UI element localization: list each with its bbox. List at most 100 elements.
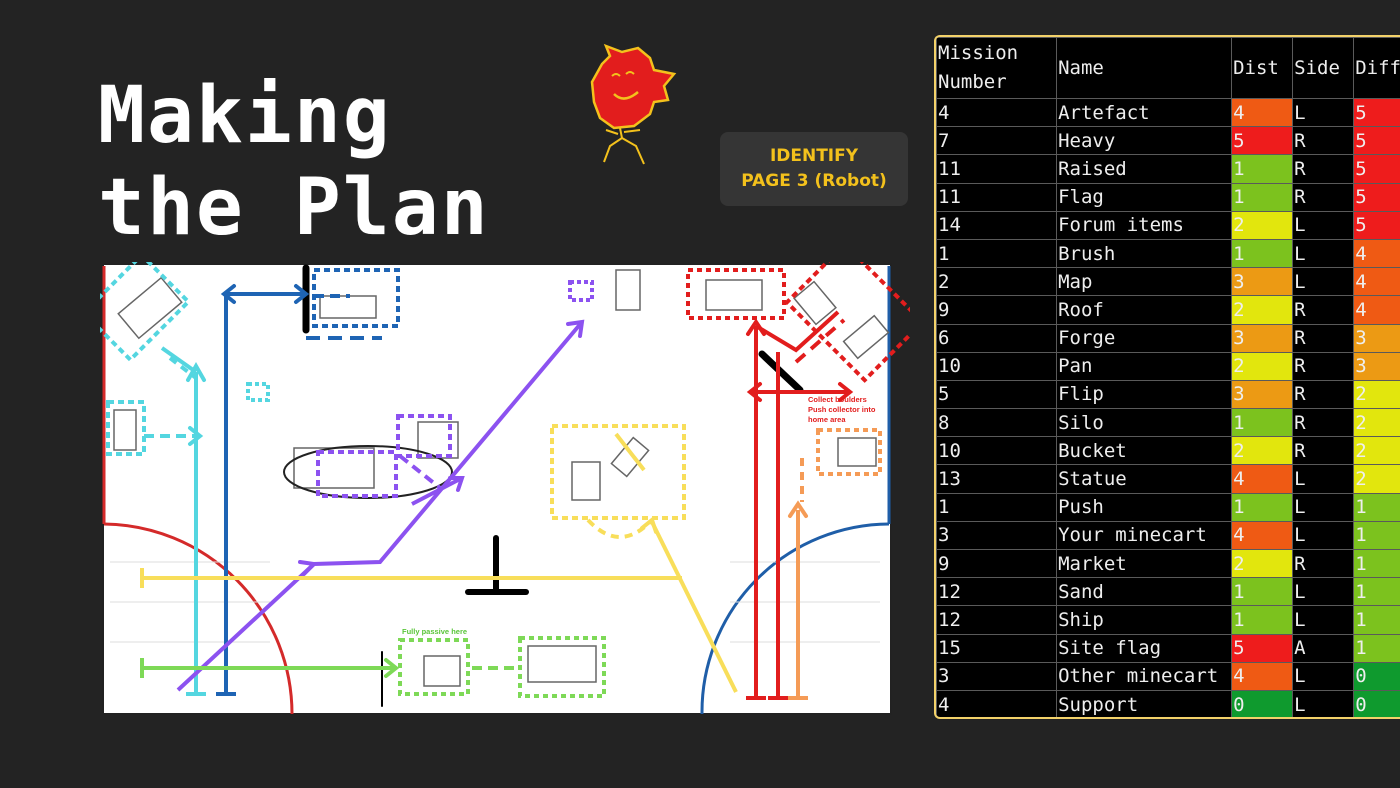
mission-number-cell: 4 bbox=[936, 689, 1058, 717]
difficulty-cell: 2 bbox=[1353, 464, 1400, 494]
arrowheads bbox=[186, 284, 854, 678]
mission-number-cell: 12 bbox=[936, 577, 1058, 607]
mission-name-cell: Artefact bbox=[1056, 97, 1233, 128]
note-collect-boulders: Collect boulders Push collector into hom… bbox=[808, 395, 878, 424]
difficulty-cell: 1 bbox=[1353, 548, 1400, 579]
mission-name-cell: Support bbox=[1056, 689, 1233, 717]
header-diff: Diff bbox=[1353, 37, 1400, 99]
side-cell: R bbox=[1292, 379, 1355, 410]
distance-cell: 2 bbox=[1231, 548, 1294, 579]
mission-number-cell: 15 bbox=[936, 633, 1058, 663]
mission-number-cell: 13 bbox=[936, 464, 1058, 494]
difficulty-cell: 1 bbox=[1353, 633, 1400, 663]
distance-cell: 2 bbox=[1231, 295, 1294, 325]
distance-cell: 1 bbox=[1231, 238, 1294, 269]
mission-name-cell: Brush bbox=[1056, 238, 1233, 269]
mission-name-cell: Roof bbox=[1056, 295, 1233, 325]
route-purple bbox=[176, 280, 594, 692]
difficulty-cell: 1 bbox=[1353, 605, 1400, 635]
distance-cell: 1 bbox=[1231, 182, 1294, 212]
difficulty-cell: 5 bbox=[1353, 97, 1400, 128]
side-cell: R bbox=[1292, 182, 1355, 212]
side-cell: A bbox=[1292, 633, 1355, 663]
header-dist: Dist bbox=[1231, 37, 1294, 99]
mission-name-cell: Market bbox=[1056, 548, 1233, 579]
slide-title: Making the Plan bbox=[98, 70, 490, 254]
distance-cell: 4 bbox=[1231, 661, 1294, 691]
difficulty-cell: 3 bbox=[1353, 351, 1400, 381]
difficulty-cell: 4 bbox=[1353, 295, 1400, 325]
mission-number-cell: 14 bbox=[936, 210, 1058, 240]
side-cell: L bbox=[1292, 238, 1355, 269]
distance-cell: 2 bbox=[1231, 436, 1294, 466]
side-cell: L bbox=[1292, 210, 1355, 240]
side-cell: R bbox=[1292, 408, 1355, 438]
difficulty-cell: 5 bbox=[1353, 210, 1400, 240]
mission-number-cell: 3 bbox=[936, 661, 1058, 691]
mission-name-cell: Push bbox=[1056, 492, 1233, 522]
difficulty-cell: 2 bbox=[1353, 408, 1400, 438]
mission-number-cell: 10 bbox=[936, 351, 1058, 381]
mission-number-cell: 2 bbox=[936, 267, 1058, 297]
distance-cell: 5 bbox=[1231, 633, 1294, 663]
mission-number-cell: 11 bbox=[936, 154, 1058, 184]
mission-number-cell: 8 bbox=[936, 408, 1058, 438]
difficulty-cell: 5 bbox=[1353, 182, 1400, 212]
mission-number-cell: 1 bbox=[936, 238, 1058, 269]
mission-name-cell: Sand bbox=[1056, 577, 1233, 607]
difficulty-cell: 2 bbox=[1353, 379, 1400, 410]
route-green bbox=[140, 636, 606, 698]
mission-name-cell: Flip bbox=[1056, 379, 1233, 410]
mission-name-cell: Flag bbox=[1056, 182, 1233, 212]
mission-number-cell: 10 bbox=[936, 436, 1058, 466]
mission-name-cell: Heavy bbox=[1056, 126, 1233, 156]
side-cell: R bbox=[1292, 436, 1355, 466]
mission-name-cell: Forge bbox=[1056, 323, 1233, 353]
distance-cell: 3 bbox=[1231, 267, 1294, 297]
distance-cell: 2 bbox=[1231, 210, 1294, 240]
distance-cell: 2 bbox=[1231, 351, 1294, 381]
side-cell: R bbox=[1292, 295, 1355, 325]
route-yellow bbox=[140, 424, 738, 693]
mission-number-cell: 7 bbox=[936, 126, 1058, 156]
distance-cell: 1 bbox=[1231, 492, 1294, 522]
distance-cell: 0 bbox=[1231, 689, 1294, 717]
difficulty-cell: 2 bbox=[1353, 436, 1400, 466]
field-walls bbox=[302, 264, 804, 707]
mission-number-cell: 4 bbox=[936, 97, 1058, 128]
mission-number-cell: 1 bbox=[936, 492, 1058, 522]
side-cell: L bbox=[1292, 577, 1355, 607]
difficulty-cell: 1 bbox=[1353, 577, 1400, 607]
mission-number-cell: 6 bbox=[936, 323, 1058, 353]
distance-cell: 4 bbox=[1231, 520, 1294, 551]
difficulty-cell: 4 bbox=[1353, 267, 1400, 297]
mission-name-cell: Map bbox=[1056, 267, 1233, 297]
difficulty-cell: 0 bbox=[1353, 689, 1400, 717]
side-cell: L bbox=[1292, 661, 1355, 691]
field-mat bbox=[102, 263, 892, 715]
title-line-1: Making bbox=[98, 71, 392, 161]
distance-cell: 3 bbox=[1231, 323, 1294, 353]
identify-badge: IDENTIFY PAGE 3 (Robot) bbox=[720, 132, 908, 206]
mission-name-cell: Pan bbox=[1056, 351, 1233, 381]
mascot-icon bbox=[590, 43, 677, 165]
